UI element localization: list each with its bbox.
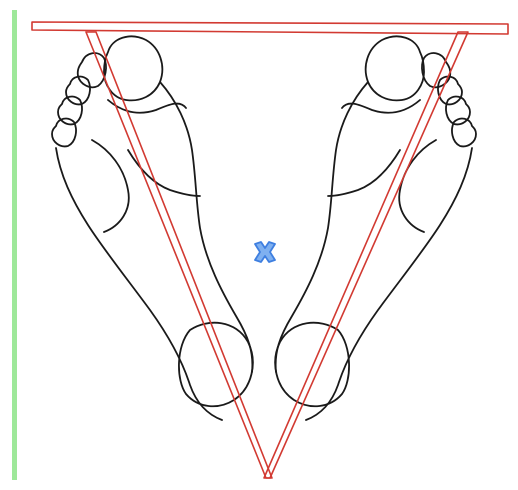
right-foot-heel [275, 323, 349, 407]
left-foot-big-toe [104, 36, 162, 100]
left-foot-outer-edge [56, 148, 222, 420]
triangle-right-side [264, 32, 468, 478]
triangle-left-side [86, 32, 272, 478]
right-foot [275, 36, 476, 420]
right-foot-big-toe [366, 36, 424, 100]
triangle-top-bar [32, 22, 508, 34]
x-mark-icon [255, 242, 275, 262]
left-foot [52, 36, 253, 420]
left-foot-arch-line [128, 150, 200, 196]
left-green-border [12, 10, 17, 480]
right-foot-inner-edge [276, 82, 368, 372]
left-foot-toe-3 [66, 77, 90, 105]
left-foot-side-pad [92, 140, 129, 232]
